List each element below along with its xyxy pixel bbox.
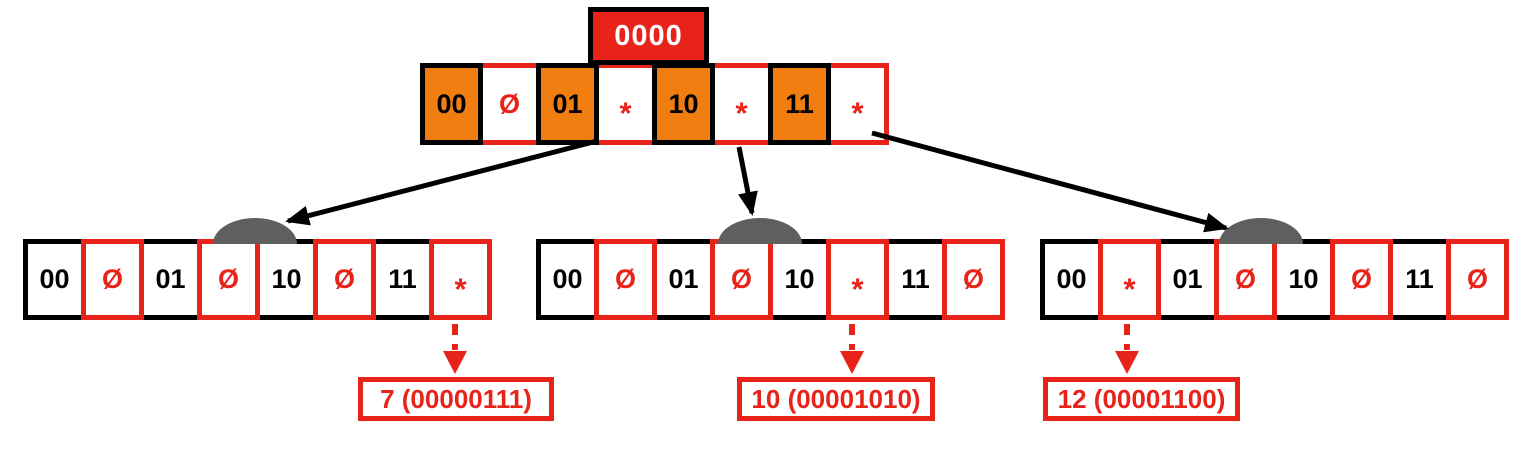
branch-cell-01: 01 bbox=[536, 63, 599, 145]
leaf-value-label: 10 (00001010) bbox=[751, 383, 921, 414]
leaf-pointer-arrow-middle bbox=[840, 324, 864, 374]
cell-label: 01 bbox=[668, 264, 699, 294]
branch-cell-10: 10 bbox=[652, 63, 715, 145]
leaf-value-label: 7 (00000111) bbox=[380, 383, 532, 414]
empty-slot: Ø bbox=[197, 239, 260, 320]
empty-slot: Ø bbox=[1330, 239, 1393, 320]
cell-label: 00 bbox=[552, 264, 583, 294]
cell-label: Ø bbox=[333, 264, 355, 294]
branch-cell-10: 10 bbox=[768, 239, 831, 320]
cell-label: Ø bbox=[1466, 264, 1488, 294]
cell-label: 00 bbox=[1056, 264, 1087, 294]
leaf-pointer-arrow-right bbox=[1115, 324, 1139, 374]
leaf-value-box: 10 (00001010) bbox=[737, 377, 935, 421]
cell-label: 00 bbox=[39, 264, 70, 294]
cell-label: Ø bbox=[498, 88, 520, 119]
cell-label: 01 bbox=[1172, 264, 1203, 294]
cell-label: Ø bbox=[101, 264, 123, 294]
cell-label: * bbox=[735, 95, 748, 131]
cell-label: 10 bbox=[784, 264, 815, 294]
trie-node-top: 00 Ø 01 * 10 * 11 * bbox=[420, 63, 889, 145]
cell-label: 01 bbox=[155, 264, 186, 294]
trie-node-child-right: 00 * 01 Ø 10 Ø 11 Ø bbox=[1040, 239, 1509, 320]
cell-label: Ø bbox=[217, 264, 239, 294]
cell-label: 10 bbox=[271, 264, 302, 294]
root-label: 0000 bbox=[614, 19, 683, 52]
cell-label: Ø bbox=[1234, 264, 1256, 294]
cell-label: * bbox=[851, 270, 864, 306]
trie-node-child-left: 00 Ø 01 Ø 10 Ø 11 * bbox=[23, 239, 492, 320]
cell-label: 11 bbox=[388, 264, 417, 294]
cell-label: 11 bbox=[901, 264, 930, 294]
empty-slot: Ø bbox=[942, 239, 1005, 320]
empty-slot: Ø bbox=[313, 239, 376, 320]
cell-label: Ø bbox=[614, 264, 636, 294]
cell-label: Ø bbox=[1350, 264, 1372, 294]
cell-label: * bbox=[851, 95, 864, 131]
empty-slot: Ø bbox=[1446, 239, 1509, 320]
pointer-slot: * bbox=[826, 239, 889, 320]
leaf-pointer-arrow-left bbox=[443, 324, 467, 374]
root-node: 0000 bbox=[588, 7, 709, 65]
empty-slot: Ø bbox=[81, 239, 144, 320]
empty-slot: Ø bbox=[1214, 239, 1277, 320]
leaf-value-box: 12 (00001100) bbox=[1043, 377, 1240, 421]
cell-label: Ø bbox=[962, 264, 984, 294]
cell-label: 10 bbox=[668, 88, 699, 119]
edge-arrow-left-child bbox=[285, 138, 598, 226]
cell-label: 01 bbox=[552, 88, 583, 119]
leaf-value-box: 7 (00000111) bbox=[358, 377, 554, 421]
edge-arrow-right-child bbox=[871, 130, 1229, 233]
pointer-slot: * bbox=[429, 239, 492, 320]
cell-label: * bbox=[1123, 270, 1136, 306]
cell-label: 11 bbox=[1405, 264, 1434, 294]
cell-label: Ø bbox=[730, 264, 752, 294]
cell-label: 00 bbox=[436, 88, 467, 119]
cell-label: 10 bbox=[1288, 264, 1319, 294]
cell-label: * bbox=[454, 270, 467, 306]
branch-cell-00: 00 bbox=[420, 63, 483, 145]
pointer-slot: * bbox=[1098, 239, 1161, 320]
pointer-slot: * bbox=[826, 63, 889, 145]
empty-slot: Ø bbox=[594, 239, 657, 320]
edge-arrow-middle-child bbox=[736, 146, 758, 216]
cell-label: * bbox=[619, 95, 632, 131]
cell-label: 11 bbox=[785, 88, 814, 119]
branch-cell-11: 11 bbox=[768, 63, 831, 145]
leaf-value-label: 12 (00001100) bbox=[1057, 383, 1226, 414]
branch-cell-11: 11 bbox=[1388, 239, 1451, 320]
